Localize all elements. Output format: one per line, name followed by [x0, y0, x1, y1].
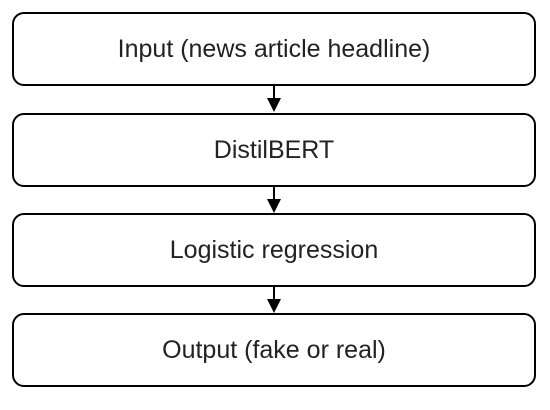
- arrow-input-to-distilbert: [267, 85, 281, 112]
- logistic-regression-node-label: Logistic regression: [169, 235, 379, 264]
- distilbert-node-label: DistilBERT: [213, 135, 335, 164]
- logistic-regression-node: Logistic regression: [12, 213, 536, 287]
- output-node-label: Output (fake or real): [162, 335, 386, 364]
- distilbert-node: DistilBERT: [12, 113, 536, 187]
- input-node: Input (news article headline): [12, 12, 536, 86]
- input-node-label: Input (news article headline): [117, 34, 431, 63]
- output-node: Output (fake or real): [12, 313, 536, 387]
- arrow-logistic-regression-to-output: [267, 286, 281, 313]
- arrow-distilbert-to-logistic-regression: [267, 186, 281, 213]
